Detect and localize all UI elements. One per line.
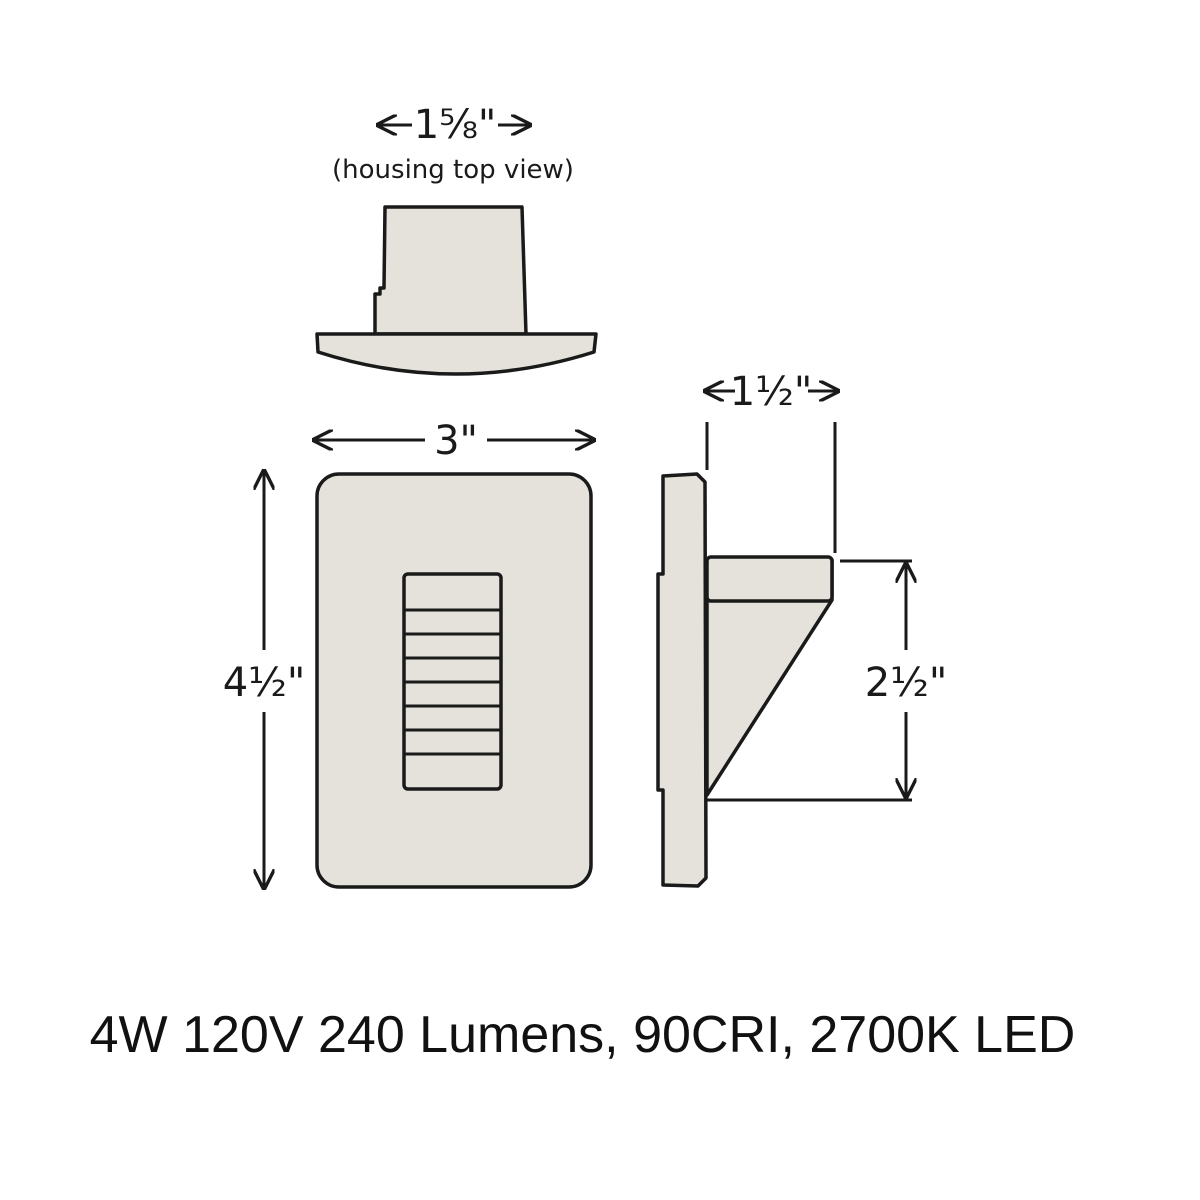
faceplate-height-label-bg — [220, 656, 310, 706]
side-view: 1½" 2½" — [656, 369, 950, 888]
housing-top-view: 1⁵⁄₈" (housing top view) — [315, 102, 598, 376]
front-view: 3" 4½" — [220, 418, 594, 888]
housing-flange — [315, 332, 598, 376]
faceplate-height-label: 4½" — [223, 660, 306, 706]
housing-caption: (housing top view) — [332, 155, 574, 185]
height-label: 2½" — [865, 660, 948, 706]
housing-body — [373, 205, 528, 336]
faceplate-width-label: 3" — [434, 418, 478, 464]
housing-width-label: 1⁵⁄₈" — [414, 102, 497, 148]
height-label-bg — [862, 656, 950, 706]
side-faceplate — [656, 472, 708, 888]
side-top-block — [705, 555, 834, 603]
louver-slats — [404, 608, 501, 756]
depth-label: 1½" — [730, 369, 813, 415]
specifications-line: 4W 120V 240 Lumens, 90CRI, 2700K LED — [89, 1006, 1076, 1064]
